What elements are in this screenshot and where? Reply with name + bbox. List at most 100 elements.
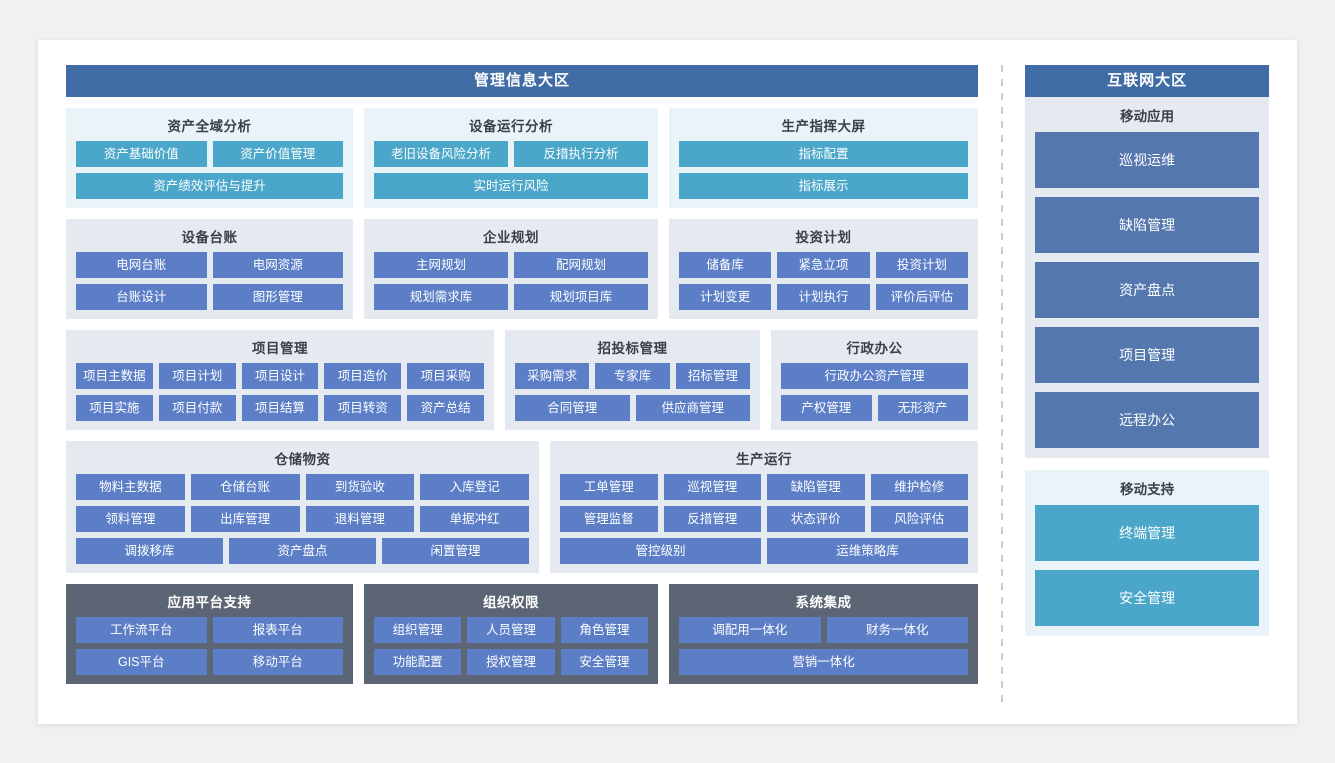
module-button[interactable]: 项目付款 [158,395,236,421]
module-button[interactable]: 安全管理 [560,649,648,675]
right-module-button[interactable]: 远程办公 [1035,392,1259,448]
button-row: 工作流平台报表平台 [76,617,343,643]
module-button[interactable]: 组织管理 [374,617,462,643]
module-button[interactable]: 计划变更 [679,284,772,310]
module-button[interactable]: 行政办公资产管理 [781,363,968,389]
module-button[interactable]: 管控级别 [560,538,761,564]
module-button[interactable]: 专家库 [595,363,670,389]
module-button[interactable]: 巡视管理 [663,474,761,500]
module-button[interactable]: 指标展示 [679,173,968,199]
module-button[interactable]: 出库管理 [190,506,300,532]
module-button[interactable]: 授权管理 [467,649,555,675]
module-button[interactable]: 维护检修 [870,474,968,500]
module-button[interactable]: 图形管理 [212,284,343,310]
group-title: 仓储物资 [274,452,331,467]
module-button[interactable]: 报表平台 [212,617,343,643]
module-button[interactable]: 项目实施 [76,395,153,421]
module-button[interactable]: 资产绩效评估与提升 [76,173,343,199]
module-button[interactable]: 项目结算 [241,395,319,421]
right-zone-groups: 移动应用巡视运维缺陷管理资产盘点项目管理远程办公移动支持终端管理安全管理 [1025,97,1269,636]
module-button[interactable]: 领料管理 [76,506,185,532]
module-button[interactable]: 运维策略库 [767,538,968,564]
right-module-button[interactable]: 安全管理 [1035,570,1259,626]
module-button[interactable]: 退料管理 [305,506,415,532]
module-button[interactable]: 项目主数据 [76,363,153,389]
architecture-board: 管理信息大区 资产全域分析资产基础价值资产价值管理资产绩效评估与提升设备运行分析… [66,65,1269,705]
module-button[interactable]: 实时运行风险 [374,173,648,199]
module-button[interactable]: 营销一体化 [679,649,968,675]
module-button[interactable]: 项目造价 [324,363,402,389]
group-row: 项目管理项目主数据项目计划项目设计项目造价项目采购项目实施项目付款项目结算项目转… [66,330,978,430]
module-button[interactable]: 紧急立项 [777,252,870,278]
module-button[interactable]: 状态评价 [767,506,865,532]
module-button[interactable]: 产权管理 [781,395,872,421]
zone-internet: 互联网大区 移动应用巡视运维缺陷管理资产盘点项目管理远程办公移动支持终端管理安全… [1025,65,1269,705]
button-row: 调配用一体化财务一体化 [679,617,968,643]
module-button[interactable]: 台账设计 [76,284,207,310]
module-button[interactable]: 工单管理 [560,474,658,500]
module-button[interactable]: 项目转资 [324,395,402,421]
module-button[interactable]: 合同管理 [515,395,630,421]
module-button[interactable]: 闲置管理 [382,538,529,564]
module-button[interactable]: 资产盘点 [229,538,376,564]
module-button[interactable]: 项目采购 [407,363,484,389]
module-button[interactable]: 供应商管理 [635,395,750,421]
module-button[interactable]: 项目计划 [158,363,236,389]
module-button[interactable]: 资产价值管理 [212,141,343,167]
module-button[interactable]: 投资计划 [875,252,968,278]
button-row: 项目主数据项目计划项目设计项目造价项目采购 [76,363,484,389]
group-card: 组织权限组织管理人员管理角色管理功能配置授权管理安全管理 [364,584,658,684]
module-button[interactable]: 储备库 [679,252,772,278]
module-button[interactable]: 资产总结 [407,395,484,421]
module-button[interactable]: 电网资源 [212,252,343,278]
module-button[interactable]: 项目设计 [241,363,319,389]
module-button[interactable]: 功能配置 [374,649,462,675]
module-button[interactable]: 缺陷管理 [767,474,865,500]
module-button[interactable]: 指标配置 [679,141,968,167]
module-button[interactable]: 入库登记 [420,474,529,500]
module-button[interactable]: 财务一体化 [826,617,968,643]
module-button[interactable]: 工作流平台 [76,617,207,643]
module-button[interactable]: 主网规划 [374,252,508,278]
module-button[interactable]: 反措执行分析 [514,141,648,167]
module-button[interactable]: 移动平台 [212,649,343,675]
module-button[interactable]: 调拨移库 [76,538,223,564]
module-button[interactable]: 反措管理 [663,506,761,532]
button-row: 工单管理巡视管理缺陷管理维护检修 [560,474,968,500]
button-row: 产权管理无形资产 [781,395,968,421]
right-module-button[interactable]: 终端管理 [1035,505,1259,561]
right-module-button[interactable]: 缺陷管理 [1035,197,1259,253]
module-button[interactable]: 仓储台账 [190,474,300,500]
module-button[interactable]: GIS平台 [76,649,207,675]
module-button[interactable]: 人员管理 [467,617,555,643]
right-group-title: 移动应用 [1120,109,1175,124]
right-module-button[interactable]: 巡视运维 [1035,132,1259,188]
module-button[interactable]: 调配用一体化 [679,617,821,643]
button-row: 管控级别运维策略库 [560,538,968,564]
module-button[interactable]: 规划项目库 [514,284,648,310]
button-row: 营销一体化 [679,649,968,675]
module-button[interactable]: 配网规划 [514,252,648,278]
module-button[interactable]: 采购需求 [515,363,590,389]
button-row: 合同管理供应商管理 [515,395,750,421]
module-button[interactable]: 招标管理 [675,363,750,389]
right-module-button[interactable]: 项目管理 [1035,327,1259,383]
button-row: 功能配置授权管理安全管理 [374,649,648,675]
module-button[interactable]: 角色管理 [560,617,648,643]
module-button[interactable]: 资产基础价值 [76,141,207,167]
module-button[interactable]: 管理监督 [560,506,658,532]
module-button[interactable]: 规划需求库 [374,284,508,310]
module-button[interactable]: 电网台账 [76,252,207,278]
right-module-button[interactable]: 资产盘点 [1035,262,1259,318]
group-title: 设备运行分析 [469,119,553,134]
module-button[interactable]: 无形资产 [877,395,968,421]
module-button[interactable]: 评价后评估 [875,284,968,310]
module-button[interactable]: 风险评估 [870,506,968,532]
button-row: 领料管理出库管理退料管理单据冲红 [76,506,529,532]
module-button[interactable]: 老旧设备风险分析 [374,141,508,167]
module-button[interactable]: 物料主数据 [76,474,185,500]
button-row: 指标展示 [679,173,968,199]
module-button[interactable]: 计划执行 [777,284,870,310]
module-button[interactable]: 到货验收 [305,474,415,500]
module-button[interactable]: 单据冲红 [420,506,529,532]
